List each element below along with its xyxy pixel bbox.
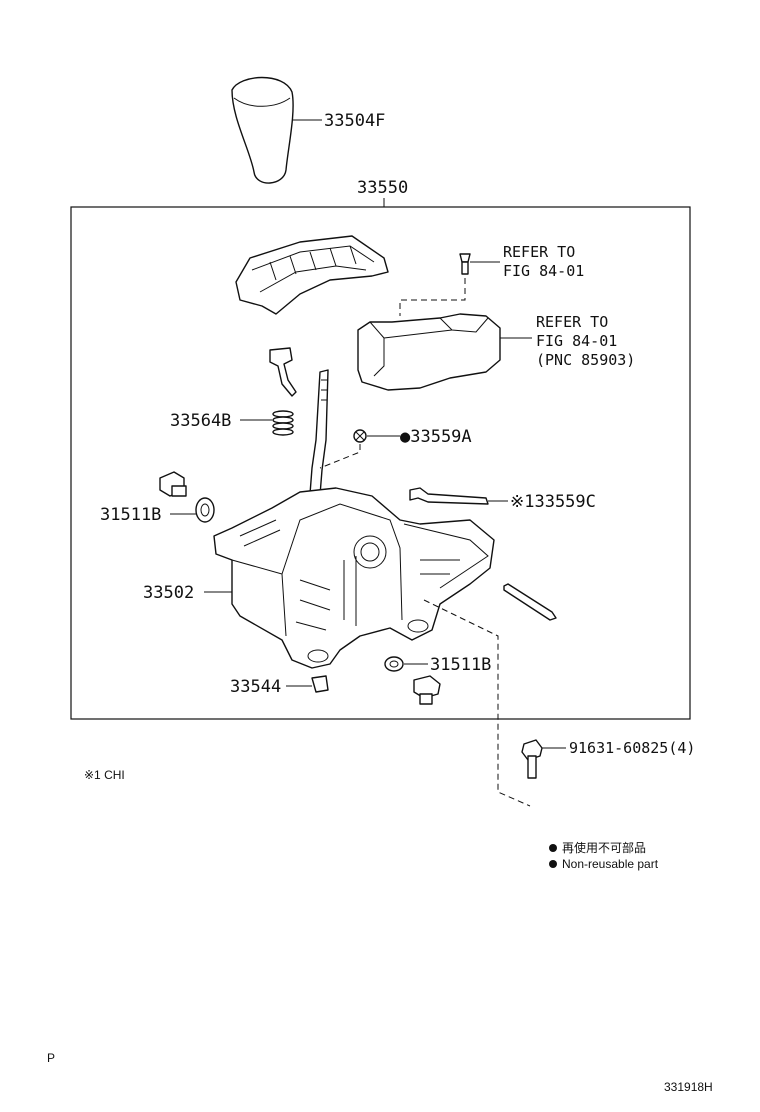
refer-2-line2: FIG 84-01 [536, 332, 617, 350]
indicator-plate-part [235, 235, 389, 315]
label-housing: 33502 [143, 583, 194, 603]
label-bushing-upper: 31511B [100, 505, 161, 525]
refer-2-line3: (PNC 85903) [536, 351, 635, 369]
corner-mark: P [47, 1051, 55, 1065]
flange-bolt-upper [159, 471, 187, 497]
cover-part [357, 313, 501, 391]
assembly-frame [70, 206, 691, 720]
flange-bolt-lower [413, 675, 441, 705]
legend-bullet-2 [549, 860, 557, 868]
pin-part [503, 583, 557, 621]
label-washer: ●33559A [400, 427, 472, 447]
bushing-upper-part [195, 497, 215, 523]
label-clip: 33544 [230, 677, 281, 697]
refer-1-line1: REFER TO [503, 243, 575, 261]
legend-item-en: Non-reusable part [562, 857, 659, 871]
footnote: ※1 CHI [84, 768, 125, 782]
legend-item-ja: 再使用不可部品 [562, 840, 646, 855]
legend-bullet-1 [549, 844, 557, 852]
refer-1-line2: FIG 84-01 [503, 262, 584, 280]
washer-part [353, 429, 367, 443]
mounting-bolt-part [521, 739, 543, 779]
shift-knob-part [231, 76, 294, 184]
refer-2-line1: REFER TO [536, 313, 608, 331]
page-code: 331918H [664, 1080, 713, 1094]
shift-housing-part [213, 487, 495, 669]
bushing-lower-part [384, 656, 404, 672]
detent-spring-part [269, 347, 297, 397]
label-bushing-lower: 31511B [430, 655, 491, 675]
clip-part [311, 675, 329, 693]
label-bolt: 91631-60825(4) [569, 739, 695, 757]
label-lever: ※133559C [510, 492, 596, 512]
label-spring: 33564B [170, 411, 231, 431]
label-knob: 33504F [324, 111, 385, 131]
assembly-number: 33550 [357, 178, 408, 198]
spring-part [272, 410, 294, 436]
screw-part [459, 253, 471, 275]
lever-part [409, 487, 489, 505]
